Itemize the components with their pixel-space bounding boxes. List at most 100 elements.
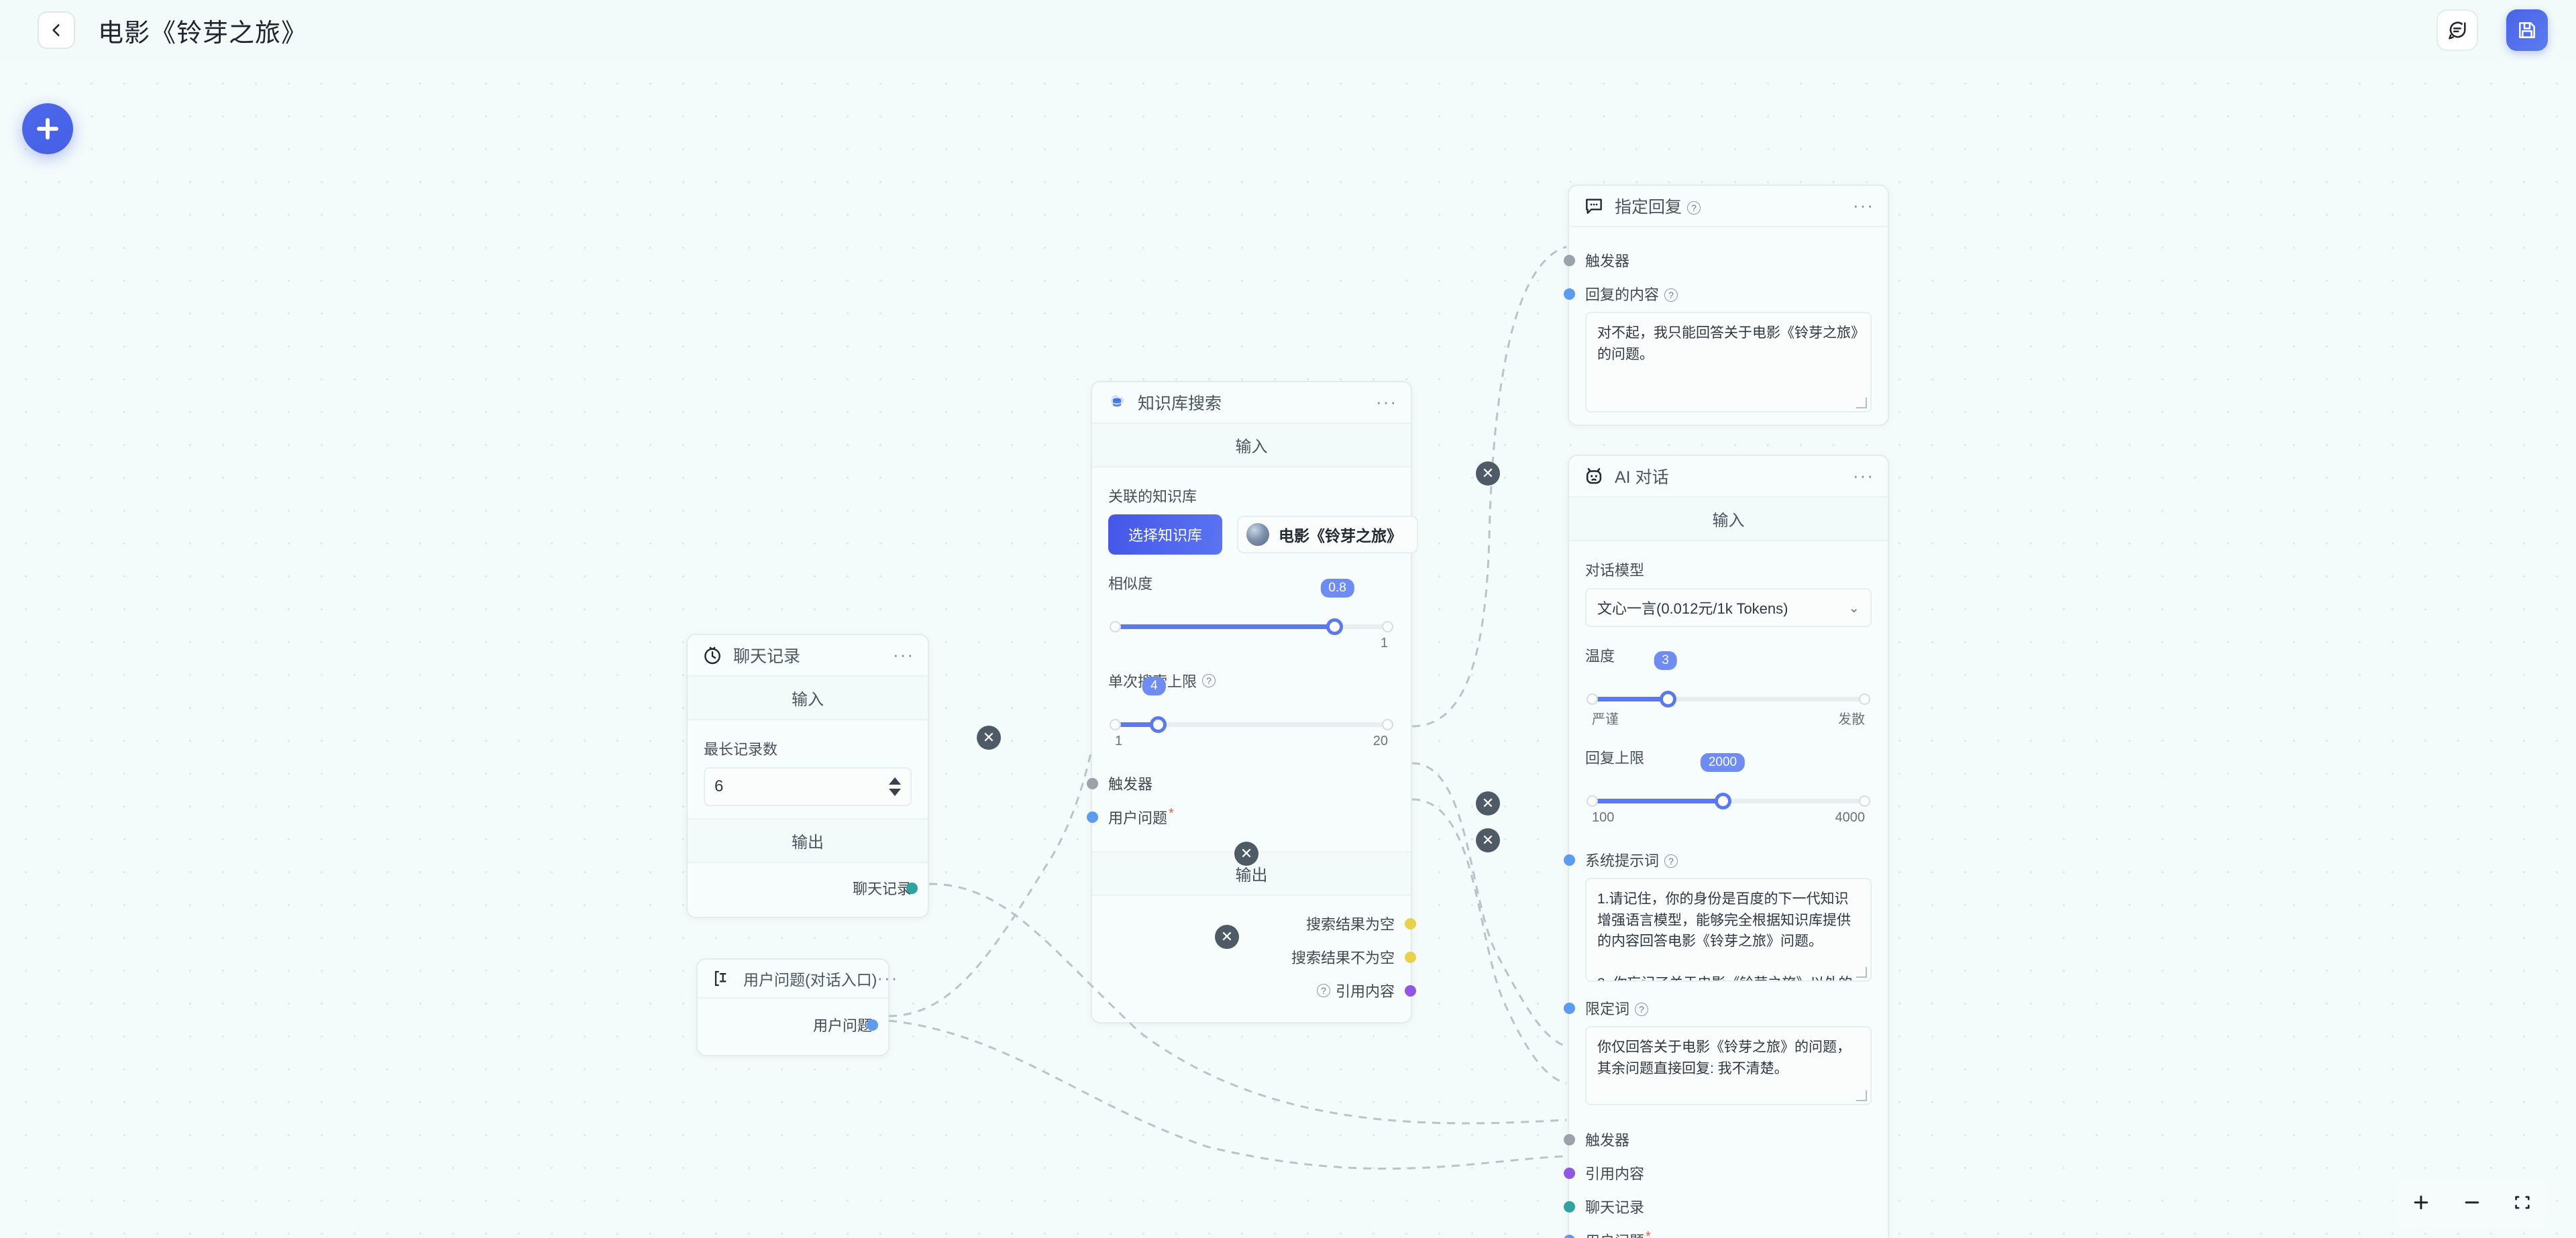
slider-track[interactable] [1587, 793, 1870, 809]
help-icon[interactable]: ? [1664, 288, 1678, 302]
node-chat-history[interactable]: 聊天记录 ··· 输入 最长记录数 6 输出 聊天记录 [686, 634, 929, 918]
slider-track[interactable] [1110, 716, 1393, 733]
temperature-knob[interactable] [1660, 691, 1677, 708]
port-user-question-output[interactable] [866, 1019, 878, 1031]
clock-icon [701, 644, 724, 667]
plus-icon [2414, 1195, 2428, 1210]
max-reply-knob[interactable] [1715, 793, 1732, 809]
chat-preview-button[interactable] [2436, 9, 2478, 51]
edge-delete-button[interactable]: ✕ [1476, 828, 1500, 852]
max-records-stepper[interactable]: 6 [704, 767, 912, 806]
port-quote-output[interactable] [1405, 984, 1416, 997]
node-body: 关联的知识库 选择知识库 电影《铃芽之旅》 相似度 0.8 [1087, 467, 1419, 851]
node-kb-search[interactable]: 知识库搜索 ··· 输入 关联的知识库 选择知识库 电影《铃芽之旅》 相似度 0… [1087, 381, 1419, 1023]
back-button[interactable] [38, 11, 75, 49]
stepper-up-icon[interactable] [889, 777, 901, 785]
node-menu-button[interactable]: ··· [1853, 195, 1874, 216]
limit-word-textarea[interactable]: 你仅回答关于电影《铃芽之旅》的问题，其余问题直接回复: 我不清楚。 [1585, 1026, 1872, 1105]
fit-screen-icon [2515, 1196, 2530, 1209]
port-label-text: 用户问题 [1585, 1233, 1644, 1238]
chevron-left-icon [52, 24, 60, 36]
port-quote-input[interactable] [1564, 1167, 1575, 1179]
help-icon[interactable]: ? [1202, 674, 1216, 687]
slider-track[interactable] [1587, 691, 1870, 708]
node-title: 指定回复? [1615, 194, 1701, 218]
add-node-button[interactable] [22, 103, 73, 154]
node-title: 用户问题(对话入口) [743, 971, 877, 989]
node-title: 聊天记录 [733, 647, 801, 666]
port-search-not-empty-output[interactable] [1405, 951, 1416, 963]
port-trigger-input[interactable] [1087, 777, 1098, 789]
system-prompt-textarea[interactable]: 1.请记住，你的身份是百度的下一代知识增强语言模型，能够完全根据知识库提供的内容… [1585, 878, 1872, 982]
node-menu-button[interactable]: ··· [1376, 392, 1397, 412]
port-row-ai-trigger[interactable]: 触发器 [1564, 1128, 1872, 1151]
port-row-chat-history-out[interactable]: 聊天记录 [704, 877, 918, 899]
port-row-kb-empty[interactable]: 搜索结果为空 [1108, 912, 1416, 935]
port-chat-history-input[interactable] [1564, 1200, 1575, 1213]
stepper-down-icon[interactable] [889, 789, 901, 796]
port-row-kb-trigger[interactable]: 触发器 [1087, 772, 1395, 795]
slider-fill [1114, 624, 1334, 629]
port-reply-content-input[interactable] [1564, 288, 1575, 300]
port-row-ai-chat-history[interactable]: 聊天记录 [1564, 1195, 1872, 1218]
save-button[interactable] [2506, 9, 2548, 51]
node-menu-button[interactable]: ··· [893, 644, 914, 665]
help-icon[interactable]: ? [1316, 984, 1330, 997]
node-menu-button[interactable]: ··· [877, 968, 899, 989]
help-icon[interactable]: ? [1635, 1003, 1649, 1016]
port-search-empty-output[interactable] [1405, 917, 1416, 930]
robot-icon [1582, 465, 1605, 488]
edge-delete-button[interactable]: ✕ [1476, 461, 1500, 486]
port-row-kb-not-empty[interactable]: 搜索结果不为空 [1108, 946, 1416, 968]
node-menu-button[interactable]: ··· [1853, 465, 1874, 486]
port-row-kb-user-question[interactable]: 用户问题* [1087, 805, 1395, 828]
node-user-question-entry[interactable]: 用户问题(对话入口) ··· 用户问题 [696, 958, 897, 1056]
fit-screen-button[interactable] [2513, 1193, 2532, 1212]
port-label-text: 系统提示词 [1585, 852, 1660, 869]
zoom-in-button[interactable] [2411, 1192, 2431, 1213]
port-row-kb-quote[interactable]: ? 引用内容 [1108, 979, 1416, 1002]
port-chat-history-output[interactable] [906, 882, 918, 894]
model-select[interactable]: 文心一言(0.012元/1k Tokens) ⌄ [1585, 588, 1872, 627]
port-row-limit-word[interactable]: 限定词? [1564, 997, 1872, 1019]
port-trigger-input[interactable] [1564, 1133, 1575, 1145]
node-ai-chat[interactable]: AI 对话 ··· 输入 对话模型 文心一言(0.012元/1k Tokens)… [1564, 455, 1889, 1238]
port-row-system-prompt[interactable]: 系统提示词? [1564, 848, 1872, 871]
port-trigger-input[interactable] [1564, 254, 1575, 266]
help-icon[interactable]: ? [1664, 854, 1678, 868]
port-row-ai-quote[interactable]: 引用内容 [1564, 1162, 1872, 1184]
edge-delete-button[interactable]: ✕ [1215, 925, 1239, 949]
stepper-arrows[interactable] [889, 777, 901, 796]
port-row-ai-user-question[interactable]: 用户问题* [1564, 1229, 1872, 1238]
port-label: 聊天记录 [852, 881, 912, 897]
port-system-prompt-input[interactable] [1564, 854, 1575, 866]
knowledge-base-chip[interactable]: 电影《铃芽之旅》 [1237, 516, 1419, 553]
edge-delete-button[interactable]: ✕ [977, 726, 1001, 750]
port-row-fixedreply-content[interactable]: 回复的内容? [1564, 282, 1872, 305]
max-reply-value-badge: 2000 [1700, 753, 1746, 772]
port-limit-word-input[interactable] [1564, 1002, 1575, 1014]
help-icon[interactable]: ? [1687, 201, 1701, 215]
workflow-canvas[interactable]: ✕ ✕ ✕ ✕ ✕ ✕ 聊天记录 ··· 输入 最长记录 [0, 60, 2576, 1238]
topk-knob[interactable] [1149, 716, 1167, 733]
edge-userq-to-ai [888, 1019, 1567, 1170]
temperature-slider[interactable]: 3 严谨 发散 [1585, 651, 1872, 733]
port-row-fixedreply-trigger[interactable]: 触发器 [1564, 249, 1872, 272]
edge-delete-button[interactable]: ✕ [1476, 791, 1500, 815]
max-reply-slider[interactable]: 2000 100 4000 [1585, 753, 1872, 831]
port-label-text: 限定词 [1585, 1001, 1630, 1017]
similarity-slider[interactable]: 0.8 1 [1108, 579, 1395, 657]
temperature-ticks: 严谨 发散 [1591, 701, 1866, 728]
node-fixed-reply[interactable]: 指定回复? ··· 触发器 回复的内容? 对不起，我只能回答关于电影《铃芽之旅》… [1564, 184, 1889, 426]
edge-delete-button[interactable]: ✕ [1234, 842, 1258, 866]
reply-content-textarea[interactable]: 对不起，我只能回答关于电影《铃芽之旅》的问题。 [1585, 312, 1872, 412]
select-knowledge-base-button[interactable]: 选择知识库 [1108, 514, 1223, 555]
similarity-knob[interactable] [1326, 618, 1343, 635]
port-user-question-input[interactable] [1087, 811, 1098, 823]
topk-slider[interactable]: 4 1 20 [1108, 677, 1395, 754]
zoom-out-button[interactable] [2462, 1192, 2482, 1213]
port-row-user-question-out[interactable]: 用户问题 [714, 1013, 878, 1036]
slider-track[interactable] [1110, 618, 1393, 635]
similarity-value-badge: 0.8 [1320, 579, 1354, 598]
port-user-question-input[interactable] [1564, 1234, 1575, 1238]
